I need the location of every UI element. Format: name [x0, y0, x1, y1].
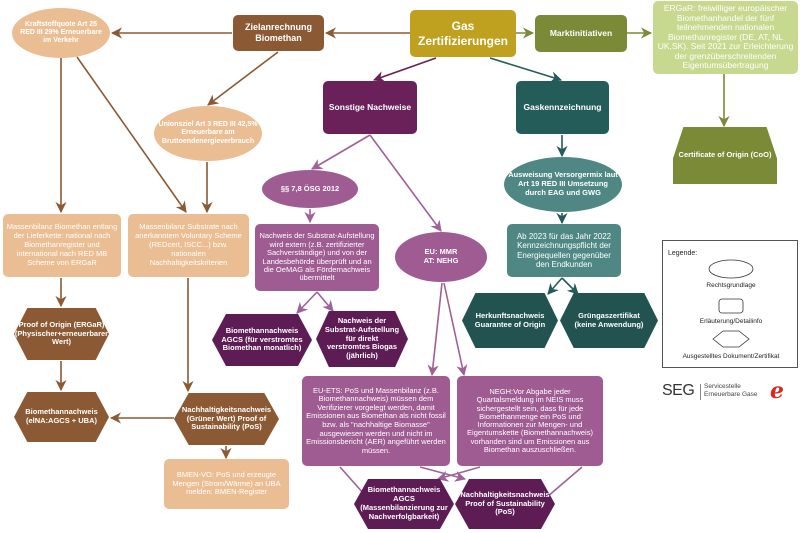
ergar-info-node: ERGaR: freiwilliger europäischer Biometh…	[653, 1, 798, 74]
gas-zertifizierungen-node: Gas Zertifizierungen	[410, 10, 516, 57]
arrow-sonstige-nachweise-to-eu-mmr	[369, 134, 442, 232]
kraftstoffquote-node: Kraftstoffquote Art 25 RED III 29% Erneu…	[12, 8, 110, 58]
arrow-gas-zertifizierungen-to-sonstige-nachweise	[372, 57, 437, 82]
marktinitiativen-node: Marktinitiativen	[535, 15, 627, 52]
gruengaszertifikat-node: Grüngaszertifikat (keine Anwendung)	[560, 293, 658, 348]
nachhaltigkeitsnachweis-pos-node: Nachhaltigkeitsnachweis (Grüner Wert) Pr…	[174, 393, 279, 445]
legend-rect-icon	[718, 298, 744, 314]
legend-ellipse-icon	[708, 259, 754, 279]
legend-box: Legende: Rechtsgrundlage Erläuterung/Det…	[662, 240, 798, 368]
arrow-negh-to-biomethannachweis-agcs-mb	[436, 466, 481, 482]
certificate-of-origin-node: Certificate of Origin (CoO)	[673, 127, 777, 184]
eu-mmr-node: EU: MMR AT: NEHG	[395, 232, 487, 282]
arrow-nachweis-substrat-extern-to-nachweis-substrat-jaehrlich	[316, 291, 334, 312]
arrow-sonstige-nachweise-to-oesg-2012	[311, 134, 371, 170]
zielanrechnung-node: Zielanrechnung Biomethan	[233, 15, 324, 51]
seg-line-2: Erneuerbare Gase	[704, 391, 758, 399]
bmen-vo-node: BMEN-VO: PoS und erzeugte Mengen (Strom/…	[164, 459, 289, 509]
nachweis-substrat-extern-node: Nachweis der Substrat-Aufstellung wird e…	[255, 224, 379, 291]
nachhaltigkeitsnachweis-pos-bottom-node: Nachhaltigkeitsnachweis Proof of Sustain…	[455, 479, 555, 529]
eu-ets-node: EU-ETS: PoS und Massenbilanz (z.B. Biome…	[302, 376, 450, 466]
arrow-eu-mmr-to-eu-ets	[427, 282, 443, 377]
kennzeichnungspflicht-node: Ab 2023 für das Jahr 2022 Kennzeichnungs…	[507, 224, 621, 277]
arrow-eu-mmr-to-negh	[443, 282, 468, 377]
unionsziel-node: Unionsziel Art 3 RED III 42,5% Erneuerba…	[154, 106, 262, 161]
seg-line-1: Servicestelle	[704, 383, 741, 390]
ea-logo-icon: e	[770, 378, 784, 404]
massenbilanz-biomethan-node: Massenbilanz Biomethan entlang der Liefe…	[3, 214, 121, 277]
biomethannachweis-elna-node: Biomethannachweis (elNA:AGCS + UBA)	[14, 392, 109, 442]
biomethannachweis-agcs-monatlich-node: Biomethannachweis AGCS (für verstromtes …	[212, 314, 312, 366]
seg-abbr: SEG	[662, 382, 695, 399]
arrow-gas-zertifizierungen-to-gaskennzeichnung	[489, 57, 563, 83]
arrow-kraftstoffquote-to-massenbilanz-substrate	[76, 56, 187, 213]
gaskennzeichnung-node: Gaskennzeichnung	[516, 81, 609, 134]
arrow-zielanrechnung-to-unionsziel	[207, 51, 279, 106]
negh-node: NEGH:Vor Abgabe jeder Quartalsmeldung im…	[457, 376, 603, 466]
legend-label-dokument: Ausgestelltes Dokument/Zertifikat	[682, 353, 780, 360]
massenbilanz-substrate-node: Massenbilanz Substrate nach anerkanntem …	[128, 214, 249, 277]
legend-title: Legende:	[668, 250, 698, 257]
herkunftsnachweis-node: Herkunftsnachweis Guarantee of Origin	[462, 293, 558, 348]
sonstige-nachweise-node: Sonstige Nachweise	[323, 81, 417, 134]
arrow-kennzeichnungspflicht-to-gruengaszertifikat	[561, 277, 579, 295]
logo-divider	[700, 384, 701, 400]
biomethannachweis-agcs-mb-node: Biomethannachweis AGCS (Massenbilanzieru…	[354, 479, 454, 529]
legend-label-erlaeuterung: Erläuterung/Detailinfo	[699, 318, 763, 325]
legend-shapes	[708, 259, 754, 348]
ausweisung-versorgermix-node: Ausweisung Versorgermix laut Art 19 RED …	[504, 157, 622, 212]
proof-of-origin-node: Proof of Origin (ERGaR) (Physischer+erne…	[14, 308, 109, 360]
arrow-kennzeichnungspflicht-to-herkunftsnachweis	[547, 277, 563, 295]
arrow-nachweis-substrat-extern-to-biomethannachweis-agcs-monatlich	[296, 291, 318, 314]
oesg-2012-node: §§ 7,8 ÖSG 2012	[262, 170, 358, 208]
nachweis-substrat-jaehrlich-node: Nachweis der Substrat-Aufstellung für di…	[316, 311, 408, 367]
legend-label-rechtsgrundlage: Rechtsgrundlage	[706, 282, 756, 289]
legend-hexagon-icon	[712, 330, 750, 348]
